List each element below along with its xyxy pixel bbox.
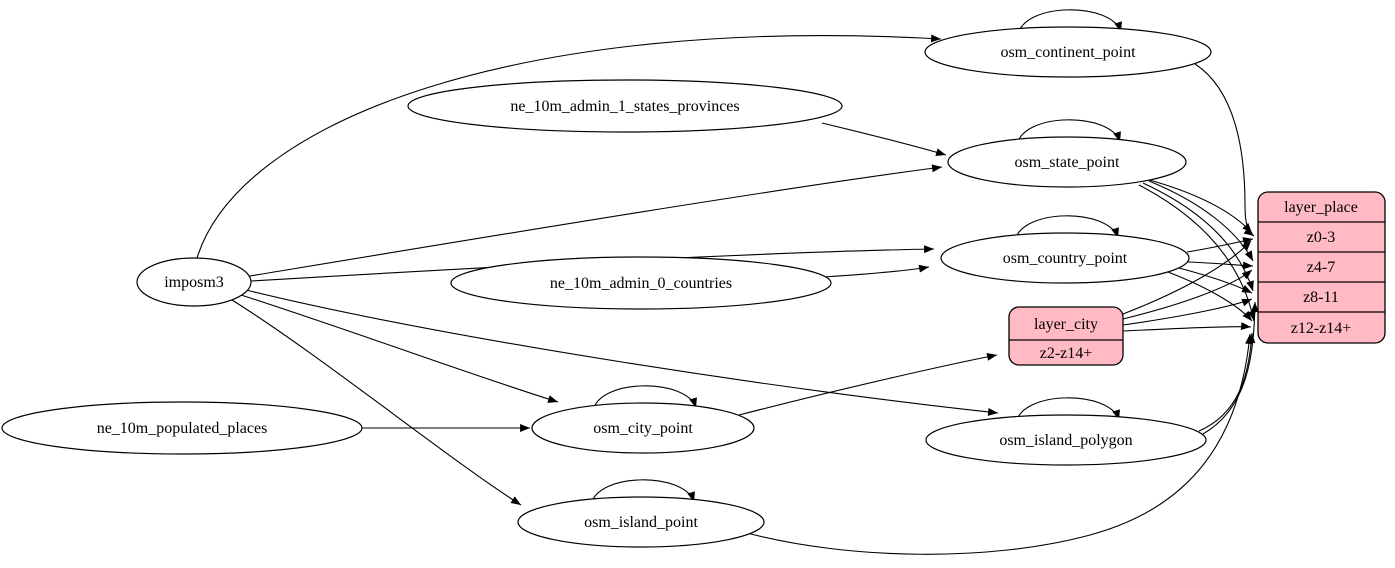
osm_city_point-ellipse bbox=[531, 402, 755, 454]
ne_10m_admin_1_states_provinces-label: ne_10m_admin_1_states_provinces bbox=[510, 98, 739, 115]
layer_city-row-z2-z14: z2-z14+ bbox=[1040, 345, 1093, 362]
layer_place-title: layer_place bbox=[1284, 199, 1358, 216]
self-loop-osm_island_polygon bbox=[1015, 397, 1120, 424]
self-loop-osm_city_point bbox=[592, 385, 697, 412]
edge-layer_city-to-layer_place-z8-11 bbox=[1122, 298, 1253, 326]
osm_island_point-ellipse bbox=[517, 496, 765, 548]
node-layer_city: layer_city z2-z14+ bbox=[1008, 306, 1124, 366]
edge-ne_10m_admin_0_countries-to-osm_country_point bbox=[823, 264, 930, 278]
node-osm_country_point: osm_country_point bbox=[940, 232, 1190, 284]
osm_country_point-label: osm_country_point bbox=[1003, 250, 1128, 267]
ne_10m_admin_1_states_provinces-ellipse bbox=[407, 79, 843, 133]
layer_city-title: layer_city bbox=[1034, 316, 1098, 333]
edge-osm_country_point-to-layer_place-z8-11 bbox=[1178, 267, 1253, 294]
edge-imposm3-to-osm_city_point bbox=[240, 294, 559, 403]
edge-osm_country_point-to-layer_place-z0-3 bbox=[1186, 237, 1254, 253]
node-imposm3: imposm3 bbox=[136, 257, 252, 307]
osm_country_point-ellipse bbox=[940, 232, 1190, 284]
edge-imposm3-to-osm_island_point bbox=[231, 299, 522, 506]
node-ne_10m_admin_0_countries: ne_10m_admin_0_countries bbox=[450, 256, 832, 310]
osm_city_point-label: osm_city_point bbox=[593, 420, 693, 437]
edge-group bbox=[196, 9, 1259, 555]
layer_place-row-z12-z14: z12-z14+ bbox=[1291, 320, 1352, 337]
osm_continent_point-label: osm_continent_point bbox=[1000, 44, 1136, 61]
ne_10m_populated_places-ellipse bbox=[1, 401, 363, 455]
node-layer_place: layer_place z0-3 z4-7 z8-11 z12-z14+ bbox=[1257, 191, 1386, 344]
self-loop-osm_island_point bbox=[590, 479, 695, 506]
edge-imposm3-to-osm_state_point bbox=[249, 164, 943, 277]
node-group: imposm3 ne_10m_admin_1_states_provinces … bbox=[1, 26, 1386, 548]
edge-osm_state_point-to-layer_place-z0-3 bbox=[1145, 178, 1253, 234]
imposm3-label: imposm3 bbox=[164, 274, 224, 291]
self-loop-osm_continent_point bbox=[1017, 9, 1122, 36]
layer_place-row-z4-7: z4-7 bbox=[1307, 259, 1335, 276]
imposm3-ellipse bbox=[136, 257, 252, 307]
osm_island_polygon-ellipse bbox=[925, 414, 1207, 466]
edge-layer_city-to-layer_place-z0-3 bbox=[1122, 240, 1252, 315]
edge-layer_city-to-layer_place-z4-7 bbox=[1122, 269, 1253, 320]
edge-osm_island_polygon-to-layer_place-z8-11 bbox=[1202, 301, 1259, 435]
node-osm_state_point: osm_state_point bbox=[947, 136, 1187, 188]
edge-imposm3-to-osm_island_polygon bbox=[245, 289, 999, 416]
node-osm_island_point: osm_island_point bbox=[517, 496, 765, 548]
edge-osm_island_point-to-layer_place-z12-z14 bbox=[746, 333, 1254, 555]
node-ne_10m_populated_places: ne_10m_populated_places bbox=[1, 401, 363, 455]
node-osm_continent_point: osm_continent_point bbox=[924, 26, 1212, 78]
layer_place-row-z0-3: z0-3 bbox=[1307, 229, 1335, 246]
osm_state_point-label: osm_state_point bbox=[1015, 154, 1120, 171]
osm_continent_point-ellipse bbox=[924, 26, 1212, 78]
ne_10m_admin_0_countries-label: ne_10m_admin_0_countries bbox=[550, 275, 732, 292]
layer_place-box bbox=[1257, 191, 1386, 344]
edge-osm_country_point-to-layer_place-z12-z14 bbox=[1167, 271, 1253, 322]
ne_10m_admin_0_countries-ellipse bbox=[450, 256, 832, 310]
osm_island_polygon-label: osm_island_polygon bbox=[999, 432, 1132, 449]
node-osm_island_polygon: osm_island_polygon bbox=[925, 414, 1207, 466]
edge-ne_10m_admin_1_states_provinces-to-osm_state_point bbox=[821, 122, 947, 157]
self-loop-osm_country_point bbox=[1014, 215, 1119, 242]
node-ne_10m_admin_1_states_provinces: ne_10m_admin_1_states_provinces bbox=[407, 79, 843, 133]
osm_state_point-ellipse bbox=[947, 136, 1187, 188]
layer_place-row-z8-11: z8-11 bbox=[1303, 289, 1339, 306]
edge-osm_state_point-to-layer_place-z4-7 bbox=[1148, 180, 1254, 262]
ne_10m_populated_places-label: ne_10m_populated_places bbox=[97, 420, 268, 437]
edge-layer_city-to-layer_place-z12-z14 bbox=[1122, 322, 1252, 332]
layer_city-box bbox=[1008, 306, 1124, 366]
edge-osm_city_point-to-layer_city-z2-z14 bbox=[738, 352, 998, 416]
osm_island_point-label: osm_island_point bbox=[584, 514, 698, 531]
node-osm_city_point: osm_city_point bbox=[531, 402, 755, 454]
self-loop-osm_state_point bbox=[1016, 119, 1121, 146]
edge-imposm3-to-osm_continent_point bbox=[196, 34, 942, 259]
